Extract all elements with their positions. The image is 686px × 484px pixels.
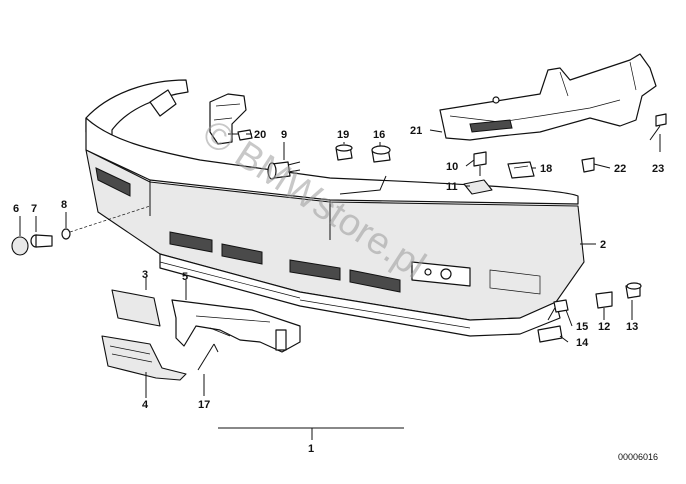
bracket-assembly [149, 89, 247, 145]
screw-10-plate-11 [463, 151, 493, 195]
label-17: 17 [198, 399, 210, 411]
part-labels: 6 7 8 9 19 16 20 21 10 11 18 22 23 2 3 5… [13, 125, 664, 455]
bumper-body [85, 79, 585, 337]
air-duct [439, 53, 657, 141]
label-21: 21 [410, 125, 422, 137]
cover-3 [111, 289, 161, 327]
label-23: 23 [652, 163, 664, 175]
label-13: 13 [626, 321, 638, 333]
label-18: 18 [540, 163, 552, 175]
label-14: 14 [576, 337, 589, 349]
label-1: 1 [308, 443, 314, 455]
label-4: 4 [142, 399, 149, 411]
label-16: 16 [373, 129, 385, 141]
label-22: 22 [614, 163, 626, 175]
bolt-20 [228, 129, 253, 141]
label-20: 20 [254, 129, 266, 141]
rivet-17 [197, 343, 219, 371]
clips-19-16 [335, 144, 391, 195]
label-9: 9 [281, 129, 287, 141]
screw-23 [649, 113, 667, 141]
label-15: 15 [576, 321, 588, 333]
bracket-5 [171, 299, 301, 353]
label-3: 3 [142, 269, 148, 281]
clip-18 [507, 161, 535, 179]
clip-12-screw-13 [595, 282, 642, 309]
label-6: 6 [13, 203, 19, 215]
clip-22 [581, 157, 595, 173]
label-10: 10 [446, 161, 458, 173]
cap-6-7-8 [11, 205, 151, 256]
label-19: 19 [337, 129, 349, 141]
screw-9 [267, 161, 301, 180]
drawing-code: 00006016 [618, 452, 658, 462]
label-2: 2 [600, 239, 606, 251]
label-11: 11 [446, 181, 458, 193]
cover-4 [101, 335, 187, 381]
label-7: 7 [31, 203, 37, 215]
leader-lines [19, 129, 661, 398]
label-8: 8 [61, 199, 67, 211]
label-5: 5 [182, 271, 188, 283]
label-12: 12 [598, 321, 610, 333]
